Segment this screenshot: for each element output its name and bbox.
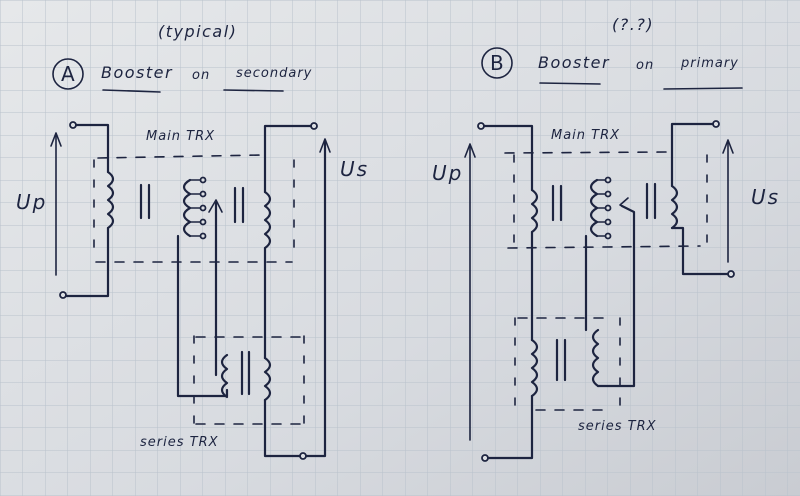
panel-b-primary-coil [530, 188, 539, 234]
panel-b-wiper-arrowhead [619, 197, 631, 211]
panel-a-tap [199, 190, 207, 198]
panel-a-title-underline1 [102, 89, 161, 93]
panel-b-series-coil2 [591, 328, 600, 388]
panel-a-series-trx-label: series TRX [140, 435, 219, 450]
panel-a-terminal [59, 291, 67, 299]
panel-b-series-core [514, 317, 621, 409]
panel-a-main-trx-label: Main TRX [146, 129, 215, 144]
panel-b-note: (?.?) [612, 15, 654, 34]
panel-b-title-word1: Booster [538, 53, 610, 72]
panel-b-circle [481, 47, 513, 79]
panel-b-title-word3: primary [680, 56, 739, 71]
panel-b-core-bottom [507, 245, 701, 249]
panel-b-secondary-wire [670, 122, 715, 188]
panel-a-tap [199, 232, 207, 240]
panel-a-title-word3: secondary [236, 66, 312, 81]
panel-b-series-coil [530, 338, 539, 398]
panel-b-primary-wire [482, 124, 534, 192]
panel-b-main-trx-label: Main TRX [551, 128, 620, 143]
panel-b-series-bar [555, 338, 567, 382]
panel-a-primary-coil [106, 170, 115, 230]
panel-a-core-bar [233, 186, 245, 224]
panel-a-taps [189, 179, 203, 237]
panel-a-tapped-wire [176, 234, 229, 398]
panel-b-up-label: Up [432, 161, 463, 185]
panel-a-letter: A [61, 62, 77, 86]
panel-b: (?.?) B Booster on primary Up Main TRX [432, 15, 780, 462]
panel-a-us-arrowhead [319, 138, 331, 153]
panel-b-tap [604, 190, 612, 198]
panel-a-tap [199, 204, 207, 212]
panel-a-core-top [97, 154, 263, 159]
panel-b-tap [604, 232, 612, 240]
panel-a-up-arrowhead [50, 132, 62, 147]
panel-b-secondary-coil [670, 184, 679, 230]
panel-a-circle [52, 58, 84, 90]
panel-b-us-arrowhead [722, 139, 734, 154]
panel-b-tap [604, 176, 612, 184]
panel-a-secondary-wire [263, 124, 313, 194]
panel-a-series-coil [263, 356, 272, 402]
panel-b-us-label: Us [751, 185, 780, 209]
panel-a-series-core [193, 335, 305, 426]
panel-b-series-trx-label: series TRX [578, 419, 657, 434]
panel-a-secondary-coil [263, 190, 272, 250]
panel-a-title-underline3 [223, 89, 284, 92]
panel-a-primary-wire [64, 226, 110, 298]
panel-a-title-word2: on [192, 68, 210, 83]
panel-a-series-wire [263, 398, 302, 458]
panel-b-taps [596, 179, 608, 237]
panel-b-core-bar [551, 184, 563, 222]
panel-b-series-core [517, 317, 613, 411]
panel-a-up-label: Up [16, 190, 47, 214]
panel-b-core-bar [645, 182, 657, 220]
panel-b-title-word2: on [636, 58, 654, 73]
panel-b-tap [604, 204, 612, 212]
panel-a-us-label: Us [340, 157, 369, 181]
panel-b-letter: B [490, 51, 506, 75]
panel-b-up-arrowhead [464, 143, 476, 158]
panel-a: (typical) A Booster on secondary Up Main… [16, 22, 369, 460]
panel-a-series-bar [240, 350, 251, 396]
panel-a-primary-wire [74, 123, 110, 174]
panel-a-wiper-arrowhead [208, 199, 223, 213]
panel-b-tap [604, 218, 612, 226]
panel-b-primary-wire [486, 394, 534, 460]
panel-a-note: (typical) [158, 22, 237, 41]
panel-a-core-bar [139, 183, 151, 220]
panel-a-tap [199, 218, 207, 226]
panel-b-core-top [504, 151, 669, 154]
panel-a-series-coil [220, 353, 229, 399]
panel-b-title-underline1 [539, 82, 601, 85]
panel-b-secondary-wire [670, 226, 730, 276]
panel-a-title-word1: Booster [101, 63, 173, 82]
panel-b-title-underline3 [663, 87, 743, 90]
panel-a-tap [199, 176, 207, 184]
panel-a-us-line [304, 138, 327, 458]
